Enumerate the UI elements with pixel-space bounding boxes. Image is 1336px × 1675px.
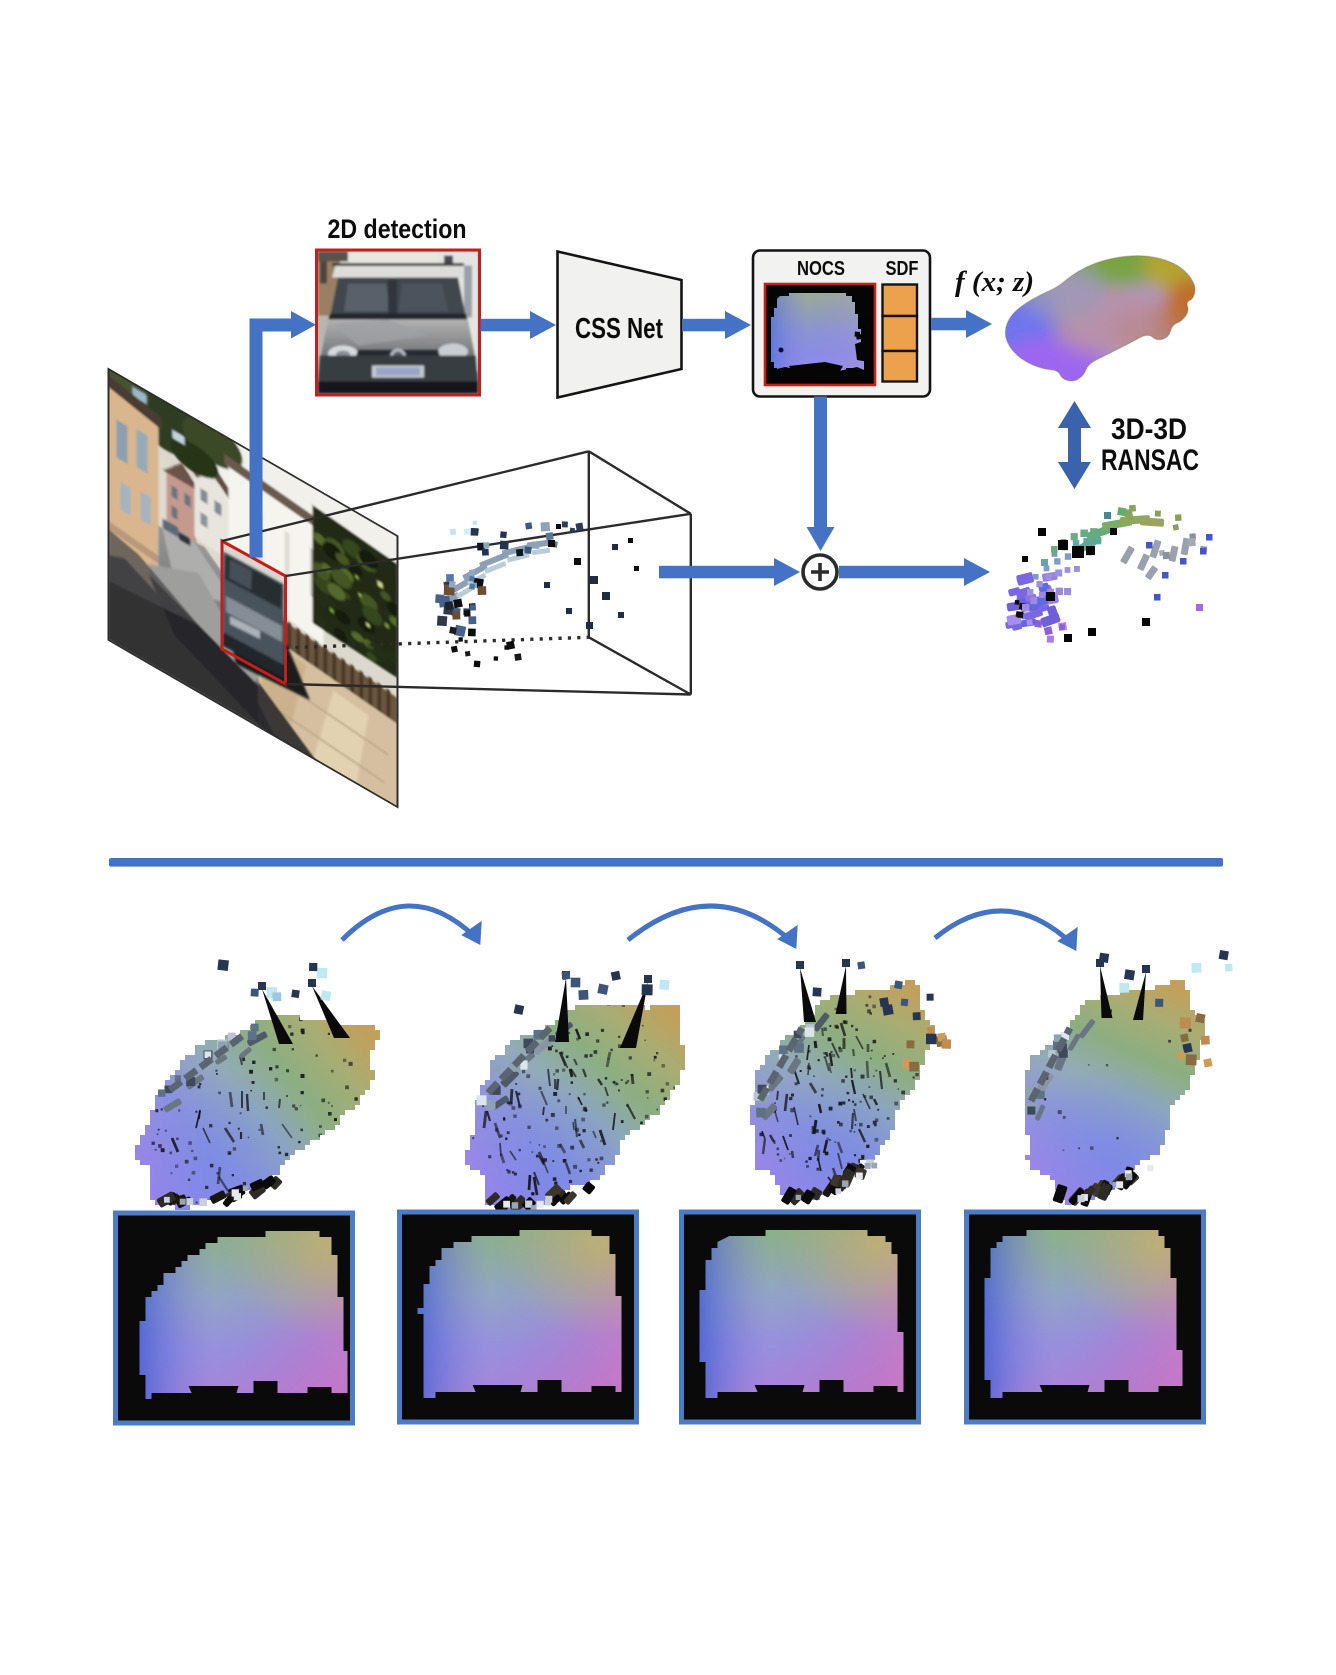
svg-text:RANSAC: RANSAC — [1101, 444, 1199, 477]
svg-text:f (x; z): f (x; z) — [955, 267, 1034, 298]
svg-text:NOCS: NOCS — [797, 257, 845, 280]
svg-text:3D-3D: 3D-3D — [1111, 413, 1187, 446]
svg-text:CSS Net: CSS Net — [575, 313, 663, 345]
svg-text:SDF: SDF — [886, 257, 919, 280]
svg-text:2D detection: 2D detection — [328, 214, 467, 244]
